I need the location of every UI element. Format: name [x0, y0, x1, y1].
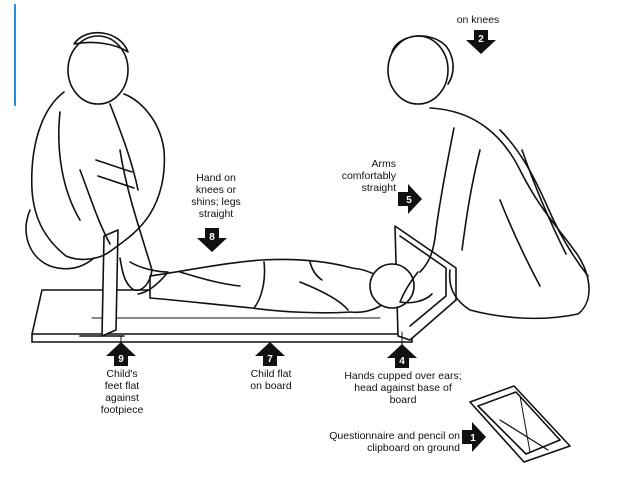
svg-text:9: 9 — [118, 354, 124, 365]
svg-text:1: 1 — [470, 433, 476, 444]
down-arrow-icon: 8 — [197, 228, 227, 252]
svg-text:4: 4 — [399, 356, 405, 367]
svg-text:7: 7 — [267, 354, 273, 365]
clipboard-illustration — [469, 385, 571, 463]
callout-hands-cupped: Hands cupped over ears; head against bas… — [344, 370, 462, 406]
up-arrow-icon: 4 — [387, 344, 417, 368]
up-arrow-icon: 7 — [255, 342, 285, 366]
left-edge-line — [14, 4, 16, 106]
arrow-markers: 2 5 8 9 7 — [106, 30, 496, 452]
callout-questionnaire: Questionnaire and pencil on clipboard on… — [329, 430, 460, 454]
callout-hand-on-knees: Hand on knees or shins; legs straight — [191, 172, 241, 220]
svg-text:2: 2 — [478, 34, 484, 45]
callout-arms-straight: Arms comfortably straight — [341, 158, 396, 194]
up-arrow-icon: 9 — [106, 342, 136, 366]
svg-text:8: 8 — [209, 232, 215, 243]
down-arrow-icon: 2 — [466, 30, 496, 54]
right-arrow-icon: 5 — [398, 184, 422, 214]
svg-text:5: 5 — [406, 195, 412, 206]
right-arrow-icon: 1 — [462, 422, 486, 452]
callout-child-flat: Child flat on board — [250, 368, 292, 392]
adult-right-figure — [387, 35, 590, 320]
callout-feet-flat: Child's feet flat against footpiece — [100, 368, 144, 416]
callout-on-knees: on knees — [456, 14, 500, 26]
adult-left-figure — [25, 31, 169, 295]
